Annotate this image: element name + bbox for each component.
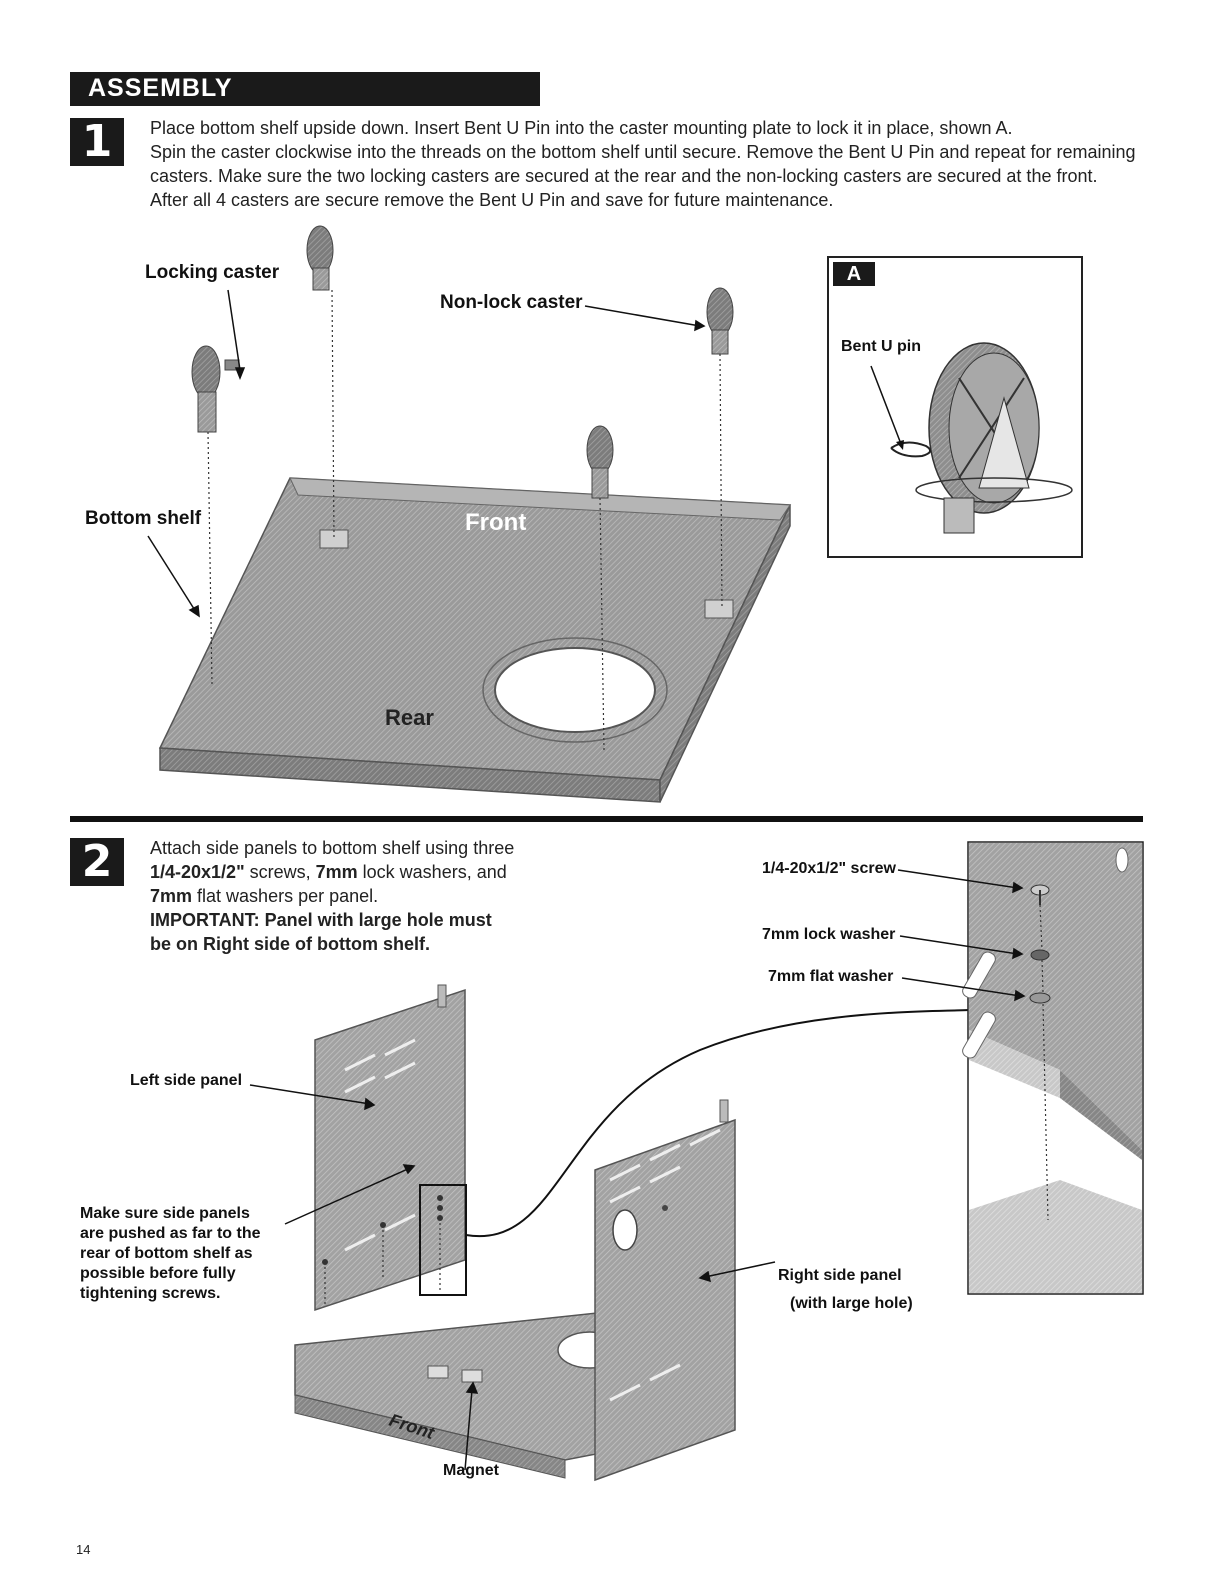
- note-line: tightening screws.: [80, 1285, 221, 1302]
- note-line: rear of bottom shelf as: [80, 1245, 253, 1262]
- step-2-line: 7mm flat washers per panel.: [150, 884, 550, 908]
- non-lock-caster-icon: [586, 425, 614, 499]
- guide-lines: [1039, 904, 1049, 1221]
- locking-caster-icon: [306, 225, 334, 291]
- guide-lines: [324, 1218, 441, 1305]
- step-1-illustration: Front Rear: [147, 225, 792, 803]
- section-header: ASSEMBLY: [70, 72, 540, 106]
- caster-closeup-illustration: [870, 342, 1073, 534]
- locking-caster-icon: [191, 345, 240, 433]
- bottom-shelf-label: Bottom shelf: [85, 508, 202, 529]
- front-label: Front: [465, 509, 526, 536]
- non-lock-caster-label: Non-lock caster: [440, 292, 583, 313]
- lock-washer-label: 7mm lock washer: [762, 926, 896, 943]
- magnet-label: Magnet: [443, 1462, 499, 1479]
- step-2-illustration: Front: [249, 841, 1144, 1482]
- rear-label: Rear: [385, 705, 434, 730]
- note-line: are pushed as far to the: [80, 1225, 261, 1242]
- make-sure-note: Make sure side panels are pushed as far …: [80, 1204, 261, 1304]
- important-note: be on Right side of bottom shelf.: [150, 934, 430, 954]
- left-side-panel: [314, 984, 466, 1312]
- detail-connector: [465, 1009, 969, 1238]
- leader-arrows: [249, 869, 1026, 1471]
- leader-arrows: [147, 289, 706, 618]
- step-2-badge: 2: [70, 838, 124, 886]
- note-line: Make sure side panels: [80, 1205, 250, 1222]
- step-1-badge: 1: [70, 118, 124, 166]
- step-1-line: casters. Make sure the two locking caste…: [150, 166, 1098, 186]
- inset-a-letter: A: [833, 262, 875, 286]
- locking-caster-label: Locking caster: [145, 262, 280, 283]
- detail-box: [419, 1184, 467, 1296]
- left-side-panel-label: Left side panel: [130, 1072, 242, 1090]
- right-side-panel: [594, 1099, 736, 1482]
- bold-text: 7mm: [150, 886, 193, 906]
- step-1-line: Spin the caster clockwise into the threa…: [150, 142, 1136, 162]
- text: lock washers, and: [357, 862, 507, 882]
- hardware-closeup: [962, 841, 1144, 1295]
- bent-u-pin-label: Bent U pin: [841, 338, 921, 355]
- note-line: possible before fully: [80, 1265, 236, 1282]
- step-2-line: Attach side panels to bottom shelf using…: [150, 838, 515, 858]
- step-2-instructions: Attach side panels to bottom shelf using…: [150, 836, 550, 956]
- guide-lines: [207, 289, 723, 751]
- text: screws,: [244, 862, 316, 882]
- step-1-instructions: Place bottom shelf upside down. Insert B…: [150, 116, 1150, 212]
- bold-text: 7mm: [315, 862, 358, 882]
- left-side-panel-text: Left side panel: [130, 1072, 243, 1089]
- inset-a: A Bent U pin: [827, 256, 1083, 558]
- bold-text: 1/4-20x1/2": [150, 862, 245, 882]
- section-divider: [70, 816, 1143, 822]
- right-panel-text: Right side panel: [778, 1267, 902, 1284]
- right-side-panel-label: Right side panel (with large hole): [778, 1262, 913, 1318]
- flat-washer-label: 7mm flat washer: [768, 968, 894, 985]
- screw-label: 1/4-20x1/2" screw: [762, 860, 896, 877]
- step-2-line: 1/4-20x1/2" screws, 7mm lock washers, an…: [150, 860, 550, 884]
- bottom-shelf: [158, 477, 792, 803]
- non-lock-caster-icon: [706, 287, 734, 355]
- section-title: ASSEMBLY: [88, 74, 233, 102]
- step-1-line: After all 4 casters are secure remove th…: [150, 190, 834, 210]
- page-number: 14: [76, 1542, 91, 1557]
- step-1-line: Place bottom shelf upside down. Insert B…: [150, 118, 1013, 138]
- text: flat washers per panel.: [192, 886, 379, 906]
- important-note: IMPORTANT: Panel with large hole must: [150, 910, 492, 930]
- right-panel-subtext: (with large hole): [790, 1295, 913, 1312]
